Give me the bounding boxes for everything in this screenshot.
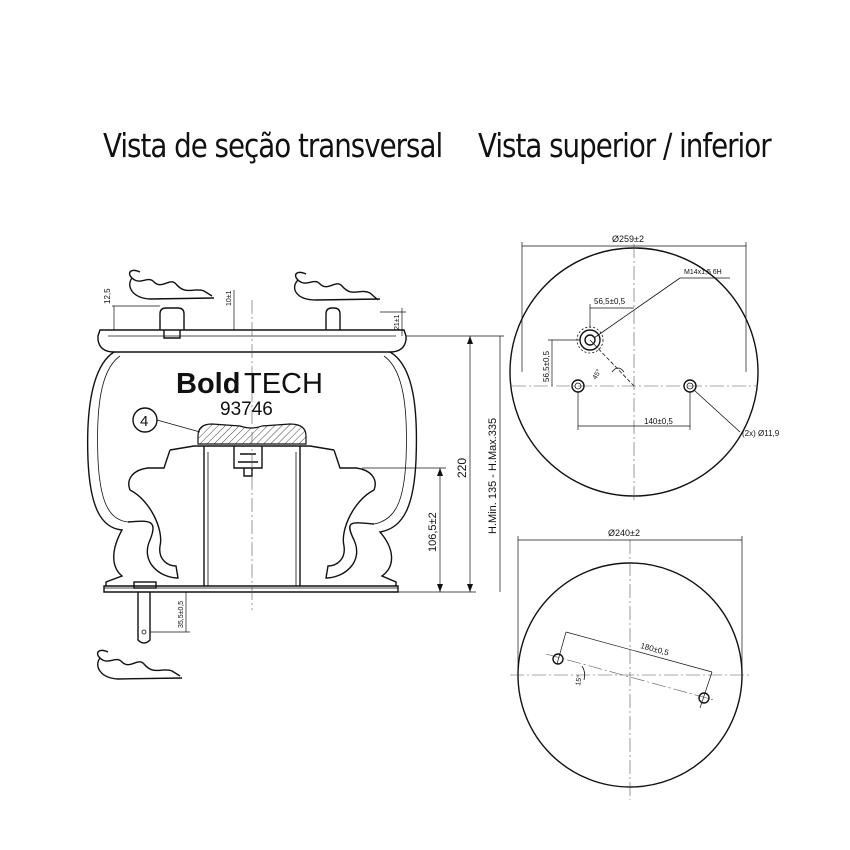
callout-leader [156, 419, 201, 433]
clip-top-right [293, 271, 381, 301]
top-stud-right [325, 307, 341, 330]
bellow-inner-left [97, 355, 129, 523]
dim-220-label: 220 [455, 458, 469, 478]
hole-spec-label: (2x) Ø11,9 [742, 429, 780, 438]
top-diameter-label: Ø259±2 [612, 234, 644, 244]
top-stud-left [159, 307, 185, 330]
dim-12-5-label: 12,5 [103, 288, 112, 304]
callout-number: 4 [140, 413, 148, 430]
bellow-inner-right [373, 355, 407, 525]
dim-180-line [565, 631, 713, 673]
bellow-outer [86, 351, 124, 586]
dim-180-ext-left [556, 631, 567, 665]
bottom-hole-left [552, 653, 564, 665]
top-stud-left-bolt [163, 330, 181, 339]
bellow-outer-right [378, 351, 418, 586]
dim-140-label: 140±0,5 [644, 417, 673, 426]
dim-180-label: 180±0,5 [639, 641, 670, 657]
dim-35-label: 35,5±0,5 [178, 601, 185, 628]
dim-56-v-label: 56,5±0,5 [542, 350, 551, 382]
thread-label: M14x1,5 6H [684, 269, 722, 276]
center-bolt [233, 446, 263, 477]
angle-label: 45° [591, 368, 603, 381]
base-plate-bolt-head [133, 581, 157, 589]
angle-arc [611, 367, 625, 373]
bottom-angle-label: 15° [574, 674, 584, 686]
bottom-view: Ø240±2 180±0,5 15° [510, 528, 750, 800]
dim-10-label: 10±1 [226, 290, 233, 306]
brand-bold: Bold [176, 368, 240, 400]
top-bottom-view-heading: Vista superior / inferior [478, 126, 772, 165]
base-plate [103, 585, 399, 593]
hole-spec-leader [693, 389, 741, 433]
air-port-inner [584, 334, 596, 346]
stud-hole-right-inner [686, 382, 694, 390]
bottom-view-bolt-axis [545, 653, 715, 701]
dim-height-range-label: H.Min. 135 - H.Max.335 [487, 418, 499, 534]
thread-leader [593, 277, 681, 339]
bottom-hole-right [698, 692, 710, 704]
cross-section-heading: Vista de seção transversal [103, 126, 443, 165]
bottom-angle-arc [581, 665, 586, 681]
dim-56-h-label: 56,5±0,5 [594, 297, 626, 306]
bottom-stud [137, 592, 151, 644]
cross-section-view: Bold TECH 93746 4 12,5 10±1 21±1 2 [86, 269, 504, 680]
stud-hole-left-inner [574, 382, 582, 390]
dim-180-ext-right [699, 671, 713, 709]
bottom-stud-hole [141, 629, 147, 635]
piston-right-profile [325, 449, 376, 579]
angle-line [589, 339, 635, 387]
clip-bottom-left [96, 649, 183, 680]
piston-left-profile [127, 449, 179, 579]
brand-light: TECH [244, 368, 323, 400]
dim-106-label: 106,5±2 [427, 512, 439, 552]
top-view: Ø259±2 45° M14x1,5 6H 56,5±0,5 [509, 234, 780, 500]
clip-top-left [128, 269, 215, 300]
part-number: 93746 [220, 399, 273, 420]
bottom-diameter-label: Ø240±2 [608, 528, 640, 538]
dim-21-label: 21±1 [394, 314, 401, 330]
